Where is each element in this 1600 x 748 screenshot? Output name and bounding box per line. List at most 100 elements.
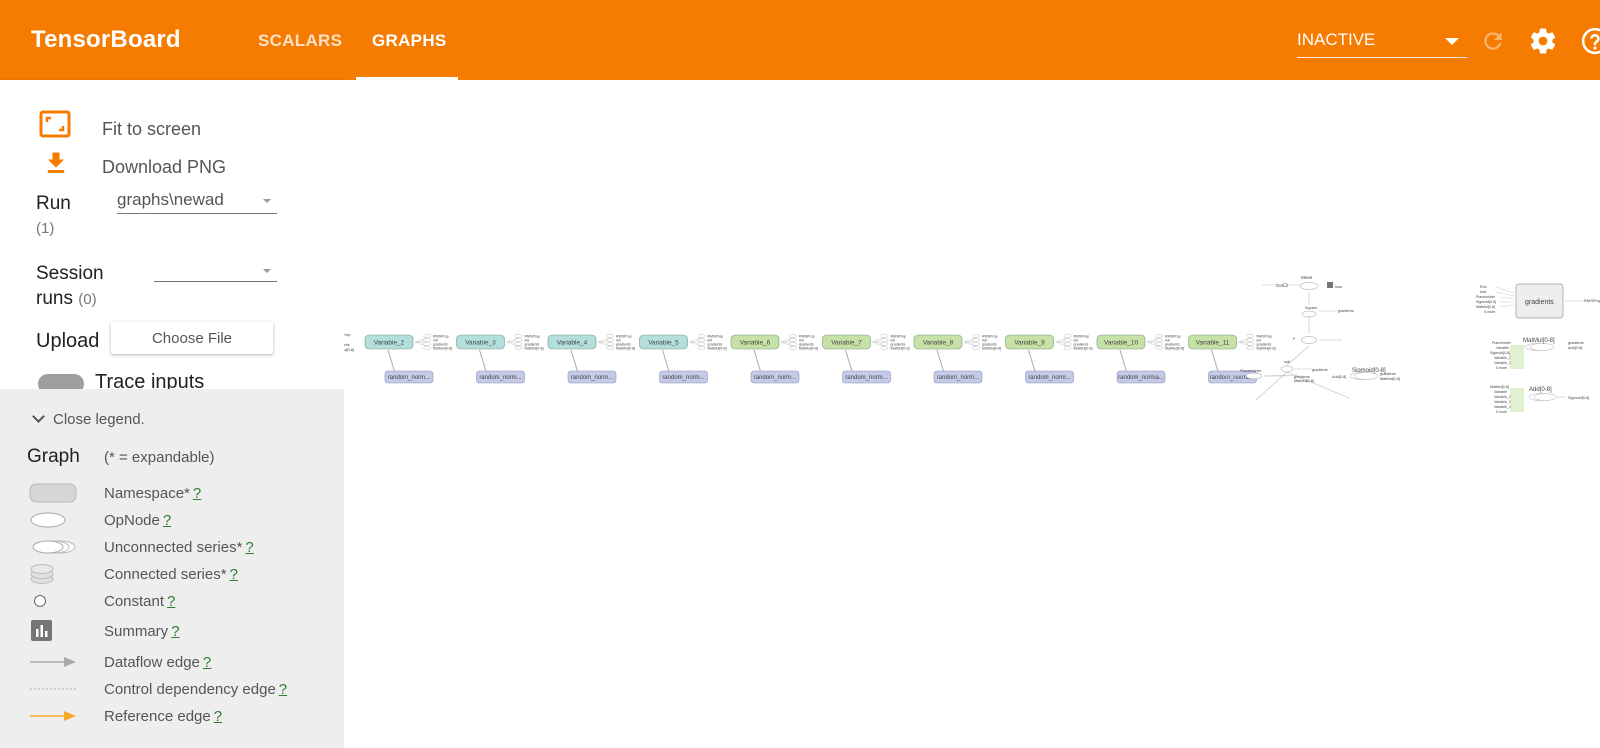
variable-node-box [547,334,597,350]
port-label: gradients [708,343,723,347]
svg-text:5 more: 5 more [1484,310,1495,314]
variable-node-9[interactable]: Variable_9RMSPropinitgradientsMatMul[0-8… [1005,334,1093,384]
summary-help-link[interactable]: ? [171,623,180,640]
port-node [789,346,797,350]
port-label: init [1257,339,1262,343]
unconnected-series-help-link[interactable]: ? [245,539,254,556]
close-legend-text: Close legend. [53,411,145,428]
random-normal-label: random_norma... [1118,375,1164,381]
port-node [880,338,889,342]
variable-node-10[interactable]: Variable_10RMSPropinitgradientsMatMul[0-… [1096,334,1184,384]
random-normal-label: random_norm... [662,375,705,381]
port-label: MatMul[0-8] [1074,347,1093,351]
variable-node-box [1188,334,1237,350]
port-node [514,346,523,350]
close-legend-button[interactable]: Close legend. [32,410,145,428]
dataflow-edge [1211,349,1219,374]
variable-node-7[interactable]: Variable_7RMSPropinitgradientsMatMul[0-8… [822,334,910,384]
port-label: gradients [525,343,540,347]
opnode-help-link[interactable]: ? [162,512,172,529]
variable-node-6[interactable]: Variable_6RMSPropinitgradientsMatMul[0-8… [730,334,818,384]
port-label: RMSProp [1165,335,1181,339]
svg-text:MatMul[0-8]: MatMul[0-8] [1490,385,1509,389]
tab-scalars[interactable]: SCALARS [258,31,343,50]
refresh-icon[interactable] [1480,28,1506,54]
app-brand[interactable]: TensorBoard [31,26,181,53]
port-label: MatMul[0-8] [708,347,727,351]
port-label: RMSProp [799,335,815,339]
legend-item-unconnected-series: Unconnected series*? [0,535,344,559]
namespace-icon [29,483,77,503]
port-label: init [616,339,621,343]
port-label: MatMul[0-8] [799,347,818,351]
summary-icon [31,620,52,641]
port-label: MatMul[0-8] [1257,347,1276,351]
legend-item-connected-series: Connected series*? [0,562,344,586]
variable-node-2[interactable]: Variable_2RMSPropinitgradientsMatMul[0-8… [364,334,452,384]
variable-node-box [730,334,780,350]
connected-series-icon [30,564,54,584]
help-icon[interactable] [1580,26,1600,56]
settings-icon[interactable] [1528,26,1558,56]
port-label: RMSProp [891,335,907,339]
port-node [1246,342,1255,346]
run-status-dropdown[interactable]: INACTIVE [1297,30,1467,58]
run-status-value: INACTIVE [1297,30,1376,49]
svg-text:y: y [1293,336,1295,340]
dataflow-edge [1119,349,1128,374]
port-node [697,338,706,342]
tab-graphs[interactable]: GRAPHS [372,31,447,50]
port-node [1063,338,1072,342]
variable-node-4[interactable]: Variable_4RMSPropinitgradientsMatMul[0-8… [547,334,635,384]
trace-inputs-toggle[interactable] [38,374,84,389]
legend-label: Summary [104,623,169,640]
download-png-button[interactable]: Download PNG [102,157,227,177]
svg-text:Add: Add [1480,290,1486,294]
port-label: MatMul[0-8] [982,347,1001,351]
session-runs-select[interactable] [154,260,277,282]
variable-node-3[interactable]: Variable_3RMSPropinitgradientsMatMul[0-8… [456,334,544,384]
variable-node-5[interactable]: Variable_5RMSPropinitgradientsMatMul[0-8… [639,334,727,384]
port-node [1063,334,1072,338]
random-normal-box [1116,370,1166,384]
run-select-value: graphs\newad [117,190,224,209]
control-dependency-edge-icon [30,688,76,690]
port-label: init [982,339,987,343]
legend-item-summary: Summary? [0,619,344,643]
choose-file-button[interactable]: Choose File [111,322,273,354]
constant-help-link[interactable]: ? [167,593,176,610]
variable-node-8[interactable]: Variable_8RMSPropinitgradientsMatMul[0-8… [913,334,1001,384]
port-label: gradients [891,343,906,347]
port-label: MatMul[0-8] [1165,347,1184,351]
fit-to-screen-icon[interactable] [39,110,71,138]
run-select[interactable]: graphs\newad [117,190,277,214]
port-node [697,334,706,338]
port-node [606,334,614,338]
port-label: init [1165,339,1170,343]
run-count: (1) [36,220,55,237]
variable-node-box [822,334,871,350]
port-label: RMSProp [708,335,724,339]
port-label: gradients [982,343,997,347]
reference-edge-help-link[interactable]: ? [213,708,223,725]
download-icon[interactable] [42,149,70,177]
namespace-help-link[interactable]: ? [192,485,202,502]
graph-canvas[interactable]: RMSPropinitgradientsMatMul[0-8]Variable_… [344,80,1600,748]
dataflow-edge [387,349,396,374]
control-edge-help-link[interactable]: ? [278,681,288,698]
dataflow-edge [479,349,487,374]
connected-series-help-link[interactable]: ? [229,566,238,583]
port-node [1246,346,1255,350]
legend-label: Unconnected series* [104,539,243,556]
port-node [789,338,797,342]
svg-text:Variable_3: Variable_3 [1494,400,1511,404]
fit-to-screen-button[interactable]: Fit to screen [102,119,202,139]
svg-text:5 more: 5 more [1496,366,1507,370]
port-label: gradients [344,343,350,347]
port-node [789,342,797,346]
dataflow-edge [753,349,762,374]
port-label: MatMul[0-8] [344,348,354,352]
variable-node-11[interactable]: Variable_11RMSPropinitgradientsMatMul[0-… [1188,334,1276,384]
svg-text:5 more: 5 more [1496,410,1507,414]
dataflow-edge-help-link[interactable]: ? [202,654,212,671]
